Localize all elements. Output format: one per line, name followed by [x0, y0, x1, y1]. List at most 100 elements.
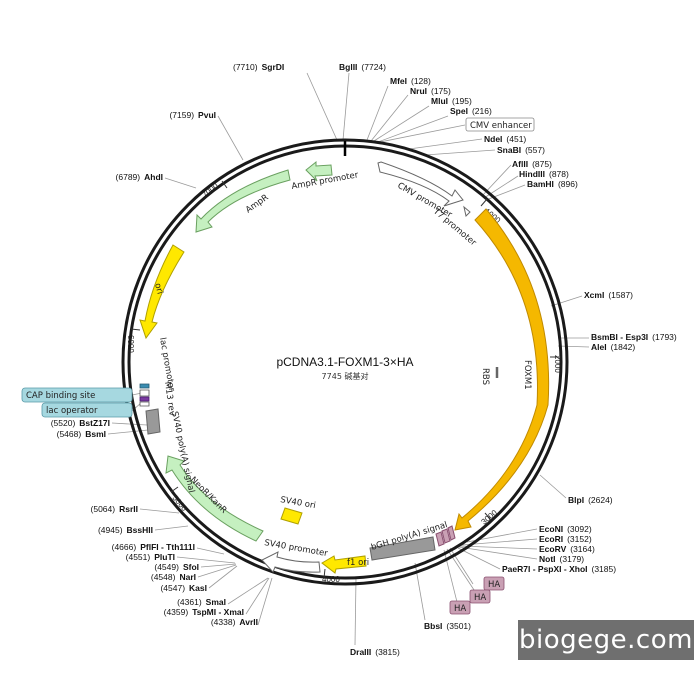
ampr-arrow[interactable] — [195, 169, 291, 233]
site-avrii[interactable]: (4338)AvrII — [211, 617, 258, 627]
f1-ori-label: f1 ori — [347, 558, 369, 568]
site-bsmi[interactable]: (5468)BsmI — [57, 429, 106, 439]
site-pvui-name: PvuI — [198, 110, 216, 120]
leader-snabi — [424, 149, 496, 156]
lac-operator-box[interactable] — [41, 402, 133, 418]
site-bsshii-name: BssHII — [127, 525, 153, 535]
site-sgrdi[interactable]: (7710)SgrDI — [233, 62, 284, 72]
leader-nari — [197, 564, 237, 578]
site-bsmbi-name: BsmBI - Esp3I — [591, 332, 648, 342]
t7-promoter-arrow[interactable] — [463, 205, 471, 217]
site-ecorv[interactable]: EcoRV(3164) — [539, 544, 595, 554]
m13-rev-label: M13 rev — [162, 381, 177, 416]
site-bamhi-name: BamHI — [527, 179, 554, 189]
ha-tag-3[interactable] — [447, 525, 456, 541]
site-spei-name: SpeI — [450, 106, 468, 116]
cap-binding-site-label: CAP binding site — [26, 391, 95, 401]
leader-spei — [377, 115, 449, 143]
site-mfei-name: MfeI — [390, 76, 407, 86]
neor-kanr-arrow[interactable] — [165, 455, 264, 542]
sv40-ori-block[interactable] — [280, 507, 303, 525]
site-ecorv-name: EcoRV — [539, 544, 567, 554]
watermark: biogege.com — [518, 620, 694, 660]
site-mlui-num: (195) — [452, 96, 472, 106]
site-bbsi[interactable]: BbsI(3501) — [424, 621, 471, 631]
ha-box-1[interactable] — [483, 576, 505, 591]
site-aflii[interactable]: AflII(875) — [512, 159, 552, 169]
site-blpi[interactable]: BlpI(2624) — [568, 495, 613, 505]
site-bglii[interactable]: BglII(7724) — [339, 62, 386, 72]
site-sgrdi-name: SgrDI — [262, 62, 285, 72]
site-mlui[interactable]: MluI(195) — [431, 96, 472, 106]
site-econi[interactable]: EcoNI (3092) — [539, 524, 592, 534]
cap-binding-site-block[interactable] — [139, 383, 150, 389]
site-spei[interactable]: SpeI (216) — [450, 106, 492, 116]
site-bsmi-num: (5468) — [57, 429, 82, 439]
ha-box-2[interactable] — [469, 589, 491, 604]
plasmid-size: 7745 碱基对 — [322, 371, 369, 381]
leader-xcmi — [550, 295, 583, 307]
site-econi-num: (3092) — [567, 524, 592, 534]
site-mfei[interactable]: MfeI(128) — [390, 76, 431, 86]
site-xcmi[interactable]: XcmI(1587) — [584, 290, 633, 300]
site-pluti[interactable]: (4551)PluTI — [126, 552, 175, 562]
site-ndei-name: NdeI — [484, 134, 502, 144]
site-smai[interactable]: (4361)SmaI — [177, 597, 226, 607]
ha-box-3[interactable] — [449, 600, 471, 615]
bgh-polya-block[interactable] — [369, 536, 436, 561]
site-pflfi[interactable]: (4666)PflFI - Tth111I — [112, 542, 195, 552]
foxm1-cds-arrow[interactable] — [454, 208, 550, 531]
site-noti[interactable]: NotI(3179) — [539, 554, 584, 564]
ha-tag-2[interactable] — [441, 528, 451, 544]
site-kasi[interactable]: (4547)KasI — [160, 583, 207, 593]
site-bamhi[interactable]: BamHI(896) — [527, 179, 578, 189]
ori-arrow[interactable] — [139, 244, 185, 340]
site-bstz17i[interactable]: (5520)BstZ17I — [51, 418, 110, 428]
site-bsmbi[interactable]: BsmBI - Esp3I(1793) — [591, 332, 677, 342]
site-paer7i[interactable]: PaeR7I - PspXI - XhoI(3185) — [502, 564, 616, 574]
m13-rev-block[interactable] — [139, 401, 150, 407]
site-bsshii-num: (4945) — [98, 525, 123, 535]
f1-ori-arrow[interactable] — [321, 555, 367, 574]
cap-binding-site-box[interactable] — [21, 387, 133, 403]
leader-mfei — [366, 85, 389, 141]
site-pluti-num: (4551) — [126, 552, 151, 562]
lac-promoter-label: lac promoter — [157, 337, 176, 393]
leader-tspmi — [245, 577, 270, 615]
site-pvui[interactable]: (7159)PvuI — [169, 110, 216, 120]
site-nari[interactable]: (4548)NarI — [151, 572, 196, 582]
site-hindiii-num: (878) — [549, 169, 569, 179]
sv40-promoter-arrow[interactable] — [261, 551, 321, 573]
plasmid-title: pCDNA3.1-FOXM1-3×HA — [276, 355, 413, 369]
site-hindiii[interactable]: HindIII(878) — [519, 169, 569, 179]
lac-operator-label: lac operator — [46, 406, 98, 416]
site-sfoi-num: (4549) — [154, 562, 179, 572]
site-bsshii[interactable]: (4945) BssHII — [98, 525, 153, 535]
site-alei[interactable]: AleI(1842) — [591, 342, 635, 352]
ampr-promoter-arrow[interactable] — [305, 160, 333, 182]
leader-ahdi — [164, 177, 197, 189]
cmv-promoter-arrow[interactable] — [377, 161, 464, 207]
leader-paer7i — [457, 547, 501, 570]
leader-bsshii — [154, 525, 189, 531]
site-tspmi[interactable]: (4359)TspMI - XmaI — [164, 607, 244, 617]
site-nrui[interactable]: NruI(175) — [410, 86, 451, 96]
site-econi-name: EcoNI — [539, 524, 563, 534]
ha-label-1: HA — [488, 580, 500, 590]
site-sfoi[interactable]: (4549)SfoI — [154, 562, 199, 572]
lac-operator-block[interactable] — [139, 396, 150, 402]
site-ecori[interactable]: EcoRI(3152) — [539, 534, 592, 544]
leader-pvui — [217, 115, 244, 161]
lac-promoter-block[interactable] — [139, 389, 150, 397]
site-nrui-name: NruI — [410, 86, 427, 96]
site-rsrii[interactable]: (5064)RsrII — [91, 504, 138, 514]
site-ndei[interactable]: NdeI(451) — [484, 134, 526, 144]
sv40-polya-block[interactable] — [145, 408, 161, 435]
site-snabi[interactable]: SnaBI(557) — [497, 145, 545, 155]
site-ahdi[interactable]: (6789)AhdI — [116, 172, 163, 182]
cmv-enhancer-box[interactable] — [465, 117, 535, 132]
site-draiii[interactable]: DraIII(3815) — [350, 647, 400, 657]
ha-tag-1[interactable] — [435, 531, 445, 547]
site-spei-num: (216) — [472, 106, 492, 116]
